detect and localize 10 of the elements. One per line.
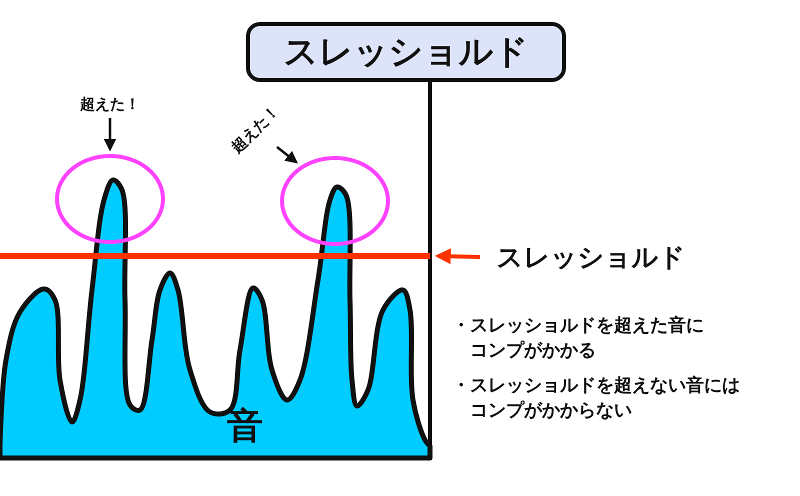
arrow: [434, 248, 480, 264]
bullet-text: ・スレッショルドを超えない音にはコンプがかからない: [452, 374, 741, 424]
title-box: スレッショルド: [246, 22, 566, 82]
exceeded-label: 超えた！: [218, 92, 292, 166]
sound-label: 音: [226, 405, 264, 449]
threshold-label: スレッショルド: [486, 240, 696, 274]
bullet-text: ・スレッショルドを超えた音にコンプがかかる: [452, 314, 705, 364]
arrow: [104, 118, 116, 152]
exceeded-label: 超えた！: [68, 93, 152, 115]
arrow: [276, 146, 298, 164]
